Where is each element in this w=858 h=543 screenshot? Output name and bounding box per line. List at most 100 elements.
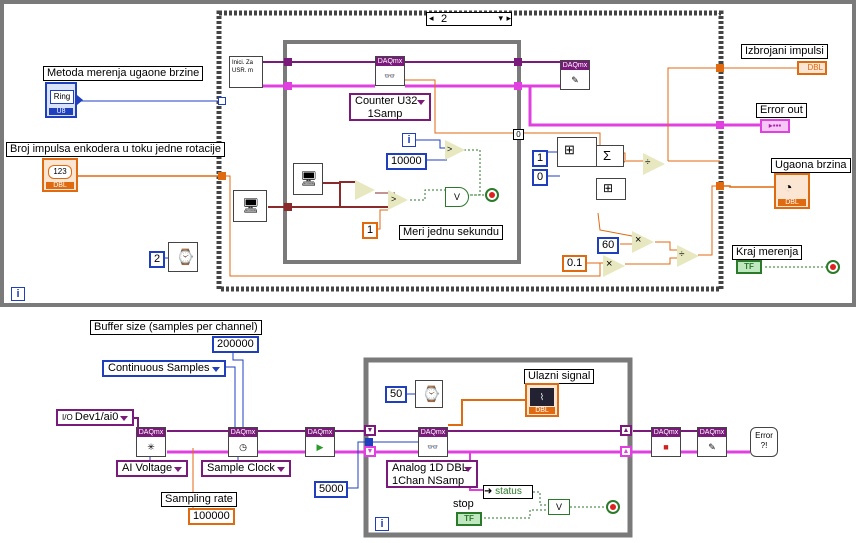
greater-node-2-symbol: > [391,194,397,204]
daq-counter-read[interactable]: DAQmx 👓 [375,56,405,86]
array-icon: ⊞ [564,142,575,157]
play-icon: ▶ [316,442,324,452]
shift-register-right-task: ▲ [620,425,632,436]
sample-clock-enum[interactable]: Sample Clock [201,460,291,477]
daq-create-channel[interactable]: DAQmx ✳ [136,427,166,457]
daq-stop-task[interactable]: DAQmx ■ [651,427,681,457]
divide-node-2[interactable] [677,245,699,267]
daq-header: DAQmx [376,57,404,66]
or-node-bottom[interactable]: V [548,499,570,515]
case-tunnel-ring [218,97,226,105]
daq-header: DAQmx [652,428,680,437]
error-text: Error ?! [755,431,773,450]
case-tunnel-dbl [218,172,226,180]
init-subvi[interactable]: Inici. Za USR. m [229,56,263,88]
multiply-node-1[interactable] [632,231,654,253]
case-tunnel-out2 [716,182,724,190]
unbundle-status[interactable]: ➜ status [483,485,533,499]
shift-register-left-err: ▼ [364,446,376,457]
ai-voltage-enum[interactable]: AI Voltage [116,460,189,477]
daq-timing[interactable]: DAQmx ◷ [228,427,258,457]
daq-header: DAQmx [561,61,589,70]
daq-header: DAQmx [137,428,165,437]
eraser-icon: ✎ [708,442,716,452]
izbrojani-sub: DBL [807,63,823,72]
const-2[interactable]: 2 [149,251,166,268]
error-handler-node[interactable]: Error ?! [750,427,778,457]
daq-clear-task-bottom[interactable]: DAQmx ✎ [697,427,727,457]
or-node[interactable]: V [445,187,469,207]
daq-header: DAQmx [419,428,447,437]
ring-text: Ring [50,90,74,104]
const-60[interactable]: 60 [597,237,620,254]
const-1b[interactable]: 1 [532,150,549,167]
daq-clear-task[interactable]: DAQmx ✎ [560,60,590,90]
glasses-icon: 👓 [427,442,439,452]
watch-icon: ⌚ [176,249,195,266]
greater-node[interactable] [445,140,465,160]
case-next-icon[interactable]: ▸ [506,13,511,23]
stop-control[interactable]: TF [456,512,482,526]
sample-clock-text: Sample Clock [207,462,275,474]
clock-icon: 🖥 [242,197,260,213]
outer-stop-terminal [826,260,840,274]
multiply-node-2[interactable] [603,255,625,277]
const-01[interactable]: 0.1 [562,255,588,272]
tick-count-inner[interactable]: 🖥 [293,163,323,195]
buffer-value[interactable]: 200000 [212,336,259,353]
continuous-samples-enum[interactable]: Continuous Samples [102,360,226,377]
array-size-node[interactable]: ⊞ [596,178,626,200]
greater-node-2[interactable] [388,190,408,210]
daq-analog-read[interactable]: DAQmx 👓 [418,427,448,457]
case-selector[interactable]: ◂ 2 ▾ ▸ [426,12,512,26]
build-array-node[interactable]: ⊞ [557,137,597,167]
greater-node-symbol: > [447,144,453,154]
status-text: status [495,486,522,497]
init-subvi-text: Inici. Za USR. m [232,60,254,74]
loop-tunnel-5000 [365,438,373,446]
divide-symbol: ÷ [645,157,651,168]
loop-tunnel-err-l [284,82,292,90]
kraj-control[interactable]: TF [736,260,762,274]
sampling-label: Sampling rate [161,492,237,507]
analog-read-text: Analog 1D DBL 1Chan NSamp [392,462,468,487]
channel-constant[interactable]: I/O Dev1/ai0 [56,409,135,426]
subtract-node[interactable] [355,180,375,200]
const-1[interactable]: 1 [362,222,379,239]
wait-ms-node[interactable]: ⌚ [168,242,198,272]
ai-voltage-text: AI Voltage [122,462,173,474]
case-dropdown-icon[interactable]: ▾ [498,13,503,23]
case-tunnel-err [716,121,724,129]
bottom-iteration-terminal: i [375,517,389,531]
wait-ms-bottom[interactable]: ⌚ [415,380,443,408]
metoda-label: Metoda merenja ugaone brzine [43,66,204,81]
multiply-symbol-2: × [606,258,613,270]
const-0[interactable]: 0 [532,169,549,186]
ring-control[interactable]: Ring U8 [45,82,77,118]
counter-enum[interactable]: Counter U32 1Samp [349,93,431,121]
broj-label: Broj impulsa enkodera u toku jedne rotac… [6,142,225,157]
sampling-value[interactable]: 100000 [188,508,235,525]
const-10000[interactable]: 10000 [386,153,427,170]
buffer-label: Buffer size (samples per channel) [90,320,262,335]
divide-symbol-2: ÷ [679,249,685,260]
kraj-label: Kraj merenja [732,245,803,260]
divide-node[interactable] [643,153,665,175]
loop-tunnel-err-r [514,82,522,90]
const-50[interactable]: 50 [385,386,408,403]
case-prev-icon[interactable]: ◂ [429,13,434,23]
case-selector-value: 2 [441,13,448,25]
dbl-sub: DBL [46,182,74,189]
broj-impulsa-control[interactable]: 123 DBL [42,158,78,192]
stop-label: stop [453,498,474,510]
daq-start-task[interactable]: DAQmx ▶ [305,427,335,457]
shift-register-left-task: ▼ [364,425,376,436]
sum-array-node[interactable]: Σ [596,145,624,167]
daq-header: DAQmx [698,428,726,437]
analog-read-enum[interactable]: Analog 1D DBL 1Chan NSamp [386,460,478,488]
channel-text: Dev1/ai0 [74,411,119,423]
izbrojani-label: Izbrojani impulsi [741,44,828,59]
tick-count-outer[interactable]: 🖥 [233,190,267,222]
const-5000[interactable]: 5000 [314,481,349,498]
loop-iteration-terminal: i [402,133,416,147]
